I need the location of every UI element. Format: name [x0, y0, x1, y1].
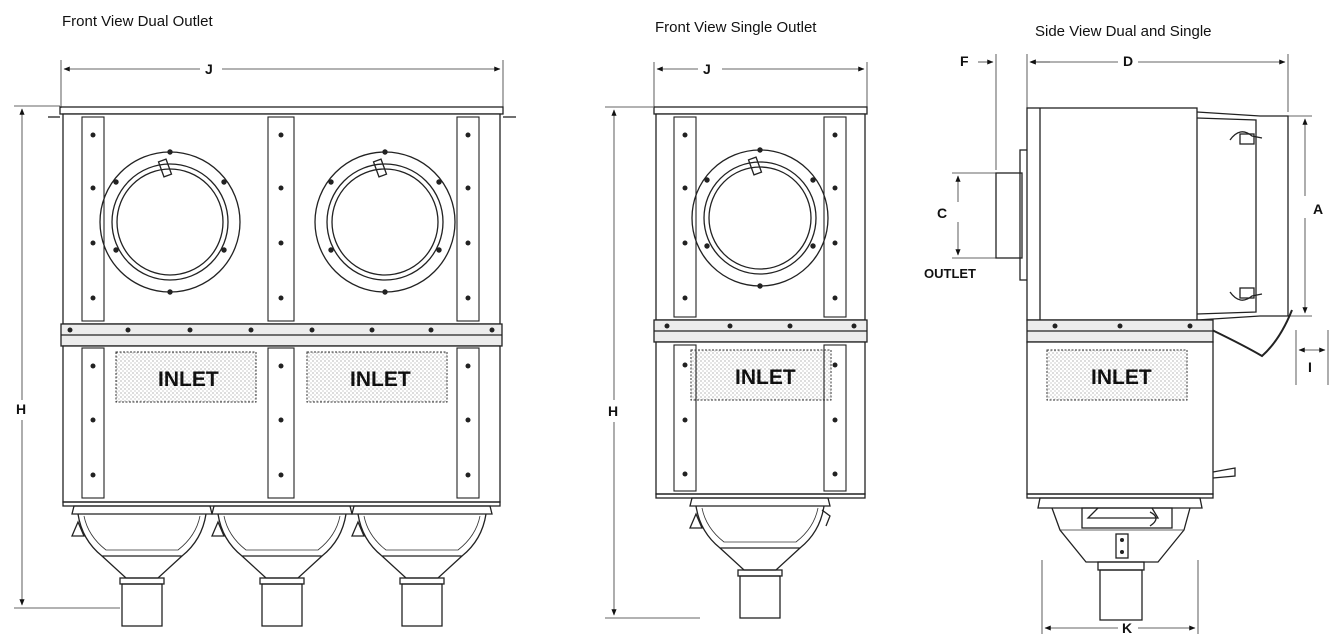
single-front-view: J H [605, 61, 868, 619]
dim-i: I [1308, 359, 1312, 375]
side-view-title: Side View Dual and Single [1035, 23, 1212, 40]
inlet-text-side: INLET [1091, 366, 1152, 389]
dim-f: F [960, 53, 969, 69]
single-view-title: Front View Single Outlet [655, 19, 817, 36]
outlet-ring-single [691, 147, 829, 289]
dual-view-title: Front View Dual Outlet [62, 13, 213, 30]
inlet-label-right [306, 351, 448, 403]
dim-j-single: J [703, 61, 711, 77]
dim-h-dual: H [16, 401, 26, 417]
outlet-ring-right [314, 149, 456, 295]
inlet-label-single [690, 349, 832, 401]
dim-k: K [1122, 620, 1132, 634]
outlet-label: OUTLET [924, 266, 976, 281]
inlet-label-side [1046, 349, 1188, 401]
outlet-ring-left [99, 149, 241, 295]
side-view: F D C OUTLET A I [924, 53, 1329, 634]
dim-a: A [1313, 201, 1323, 217]
dim-j-dual: J [205, 61, 213, 77]
dual-front-view: J H [14, 60, 516, 627]
dim-h-single: H [608, 403, 618, 419]
dim-d: D [1123, 53, 1133, 69]
dim-c: C [937, 205, 947, 221]
inlet-text-right: INLET [350, 368, 411, 391]
inlet-text-single: INLET [735, 366, 796, 389]
inlet-text-left: INLET [158, 368, 219, 391]
inlet-label-left [115, 351, 257, 403]
